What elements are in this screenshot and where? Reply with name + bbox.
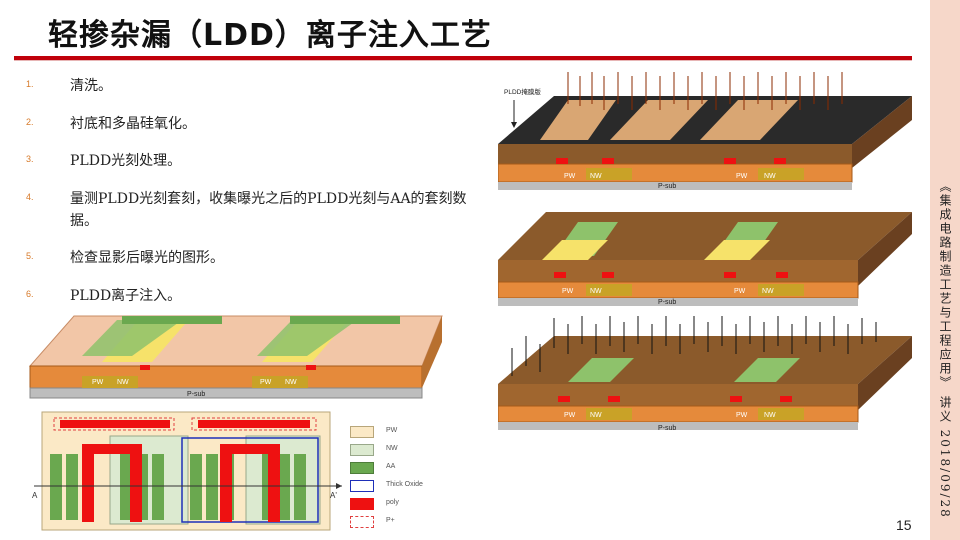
nw-label: NW: [764, 173, 776, 180]
step-text: 清洗。: [70, 78, 112, 94]
legend-item: NW: [350, 442, 460, 460]
legend-swatch: [350, 516, 374, 528]
step-text: PLDD离子注入。: [70, 288, 182, 305]
step-item: 2. 衬底和多晶硅氧化。: [26, 114, 486, 136]
step-text: 检查显影后曝光的图形。: [70, 250, 224, 267]
pw-label: PW: [736, 412, 748, 419]
step-item: 6. PLDD离子注入。: [26, 286, 486, 308]
step-text: PLDD光刻处理。: [70, 153, 182, 170]
device-3d-developed: PW NW PW NW P-sub: [498, 212, 912, 306]
legend-swatch: [350, 462, 374, 474]
step-item: 3. PLDD光刻处理。: [26, 151, 486, 173]
step-item: 4. 量测PLDD光刻套刻，收集曝光之后的PLDD光刻与AA的套刻数据。: [26, 189, 490, 232]
legend-label: NW: [386, 445, 398, 452]
mask-label: PLDD掩膜版: [504, 87, 541, 96]
layout-legend: PW NW AA Thick Oxide poly P+: [350, 424, 460, 532]
nw-label: NW: [590, 412, 602, 419]
legend-item: P+: [350, 514, 460, 532]
title-underline: [14, 56, 912, 61]
nw-label: NW: [590, 288, 602, 295]
legend-item: PW: [350, 424, 460, 442]
legend-swatch: [350, 426, 374, 438]
legend-label: PW: [386, 427, 398, 434]
nw-label: NW: [764, 412, 776, 419]
legend-item: Thick Oxide: [350, 478, 460, 496]
legend-item: AA: [350, 460, 460, 478]
layout-top-view: A A': [32, 411, 342, 531]
legend-label: poly: [386, 499, 399, 506]
legend-swatch: [350, 498, 374, 510]
step-number: 2.: [26, 116, 34, 127]
pw-label: PW: [564, 412, 576, 419]
psub-label: P-sub: [187, 391, 205, 398]
page-number: 15: [896, 517, 912, 533]
step-number: 3.: [26, 154, 34, 165]
pw-label: PW: [736, 173, 748, 180]
nw-label: NW: [762, 288, 774, 295]
legend-item: poly: [350, 496, 460, 514]
device-3d-left: PW NW PW NW P-sub: [28, 315, 443, 399]
legend-label: Thick Oxide: [386, 481, 423, 488]
step-number: 5.: [26, 251, 34, 262]
pw-label: PW: [260, 379, 272, 386]
pw-label: PW: [564, 173, 576, 180]
nw-label: NW: [285, 379, 297, 386]
step-number: 1.: [26, 79, 34, 89]
psub-label: P-sub: [658, 183, 676, 190]
nw-label: NW: [117, 379, 129, 386]
step-text: 衬底和多晶硅氧化。: [70, 115, 196, 132]
device-3d-resist-exposure: PLDD掩膜版 PW NW PW NW P-sub: [498, 72, 912, 190]
side-band: [930, 0, 960, 540]
psub-label: P-sub: [658, 299, 676, 306]
step-item: 5. 检查显影后曝光的图形。: [26, 248, 486, 270]
step-number: 4.: [26, 192, 34, 203]
section-a-prime-label: A': [330, 491, 337, 500]
pw-label: PW: [734, 288, 746, 295]
step-text: 量测PLDD光刻套刻，收集曝光之后的PLDD光刻与AA的套刻数据。: [70, 191, 467, 229]
legend-swatch: [350, 480, 374, 492]
process-steps: 1. 清洗。 2. 衬底和多晶硅氧化。 3. PLDD光刻处理。 4. 量测PL…: [26, 76, 486, 324]
legend-label: AA: [386, 463, 396, 470]
step-item: 1. 清洗。: [26, 76, 486, 98]
side-caption: 《集成电路制造工艺与工程应用》 讲义 2018/09/28: [938, 180, 952, 519]
legend-label: P+: [386, 517, 395, 524]
pw-label: PW: [562, 288, 574, 295]
nw-label: NW: [590, 173, 602, 180]
pw-label: PW: [92, 379, 104, 386]
device-3d-implant: PW NW PW NW P-sub: [498, 316, 912, 432]
legend-swatch: [350, 444, 374, 456]
step-number: 6.: [26, 289, 34, 300]
psub-label: P-sub: [658, 425, 676, 432]
section-a-label: A: [32, 491, 38, 500]
slide-title: 轻掺杂漏（LDD）离子注入工艺: [48, 18, 492, 53]
